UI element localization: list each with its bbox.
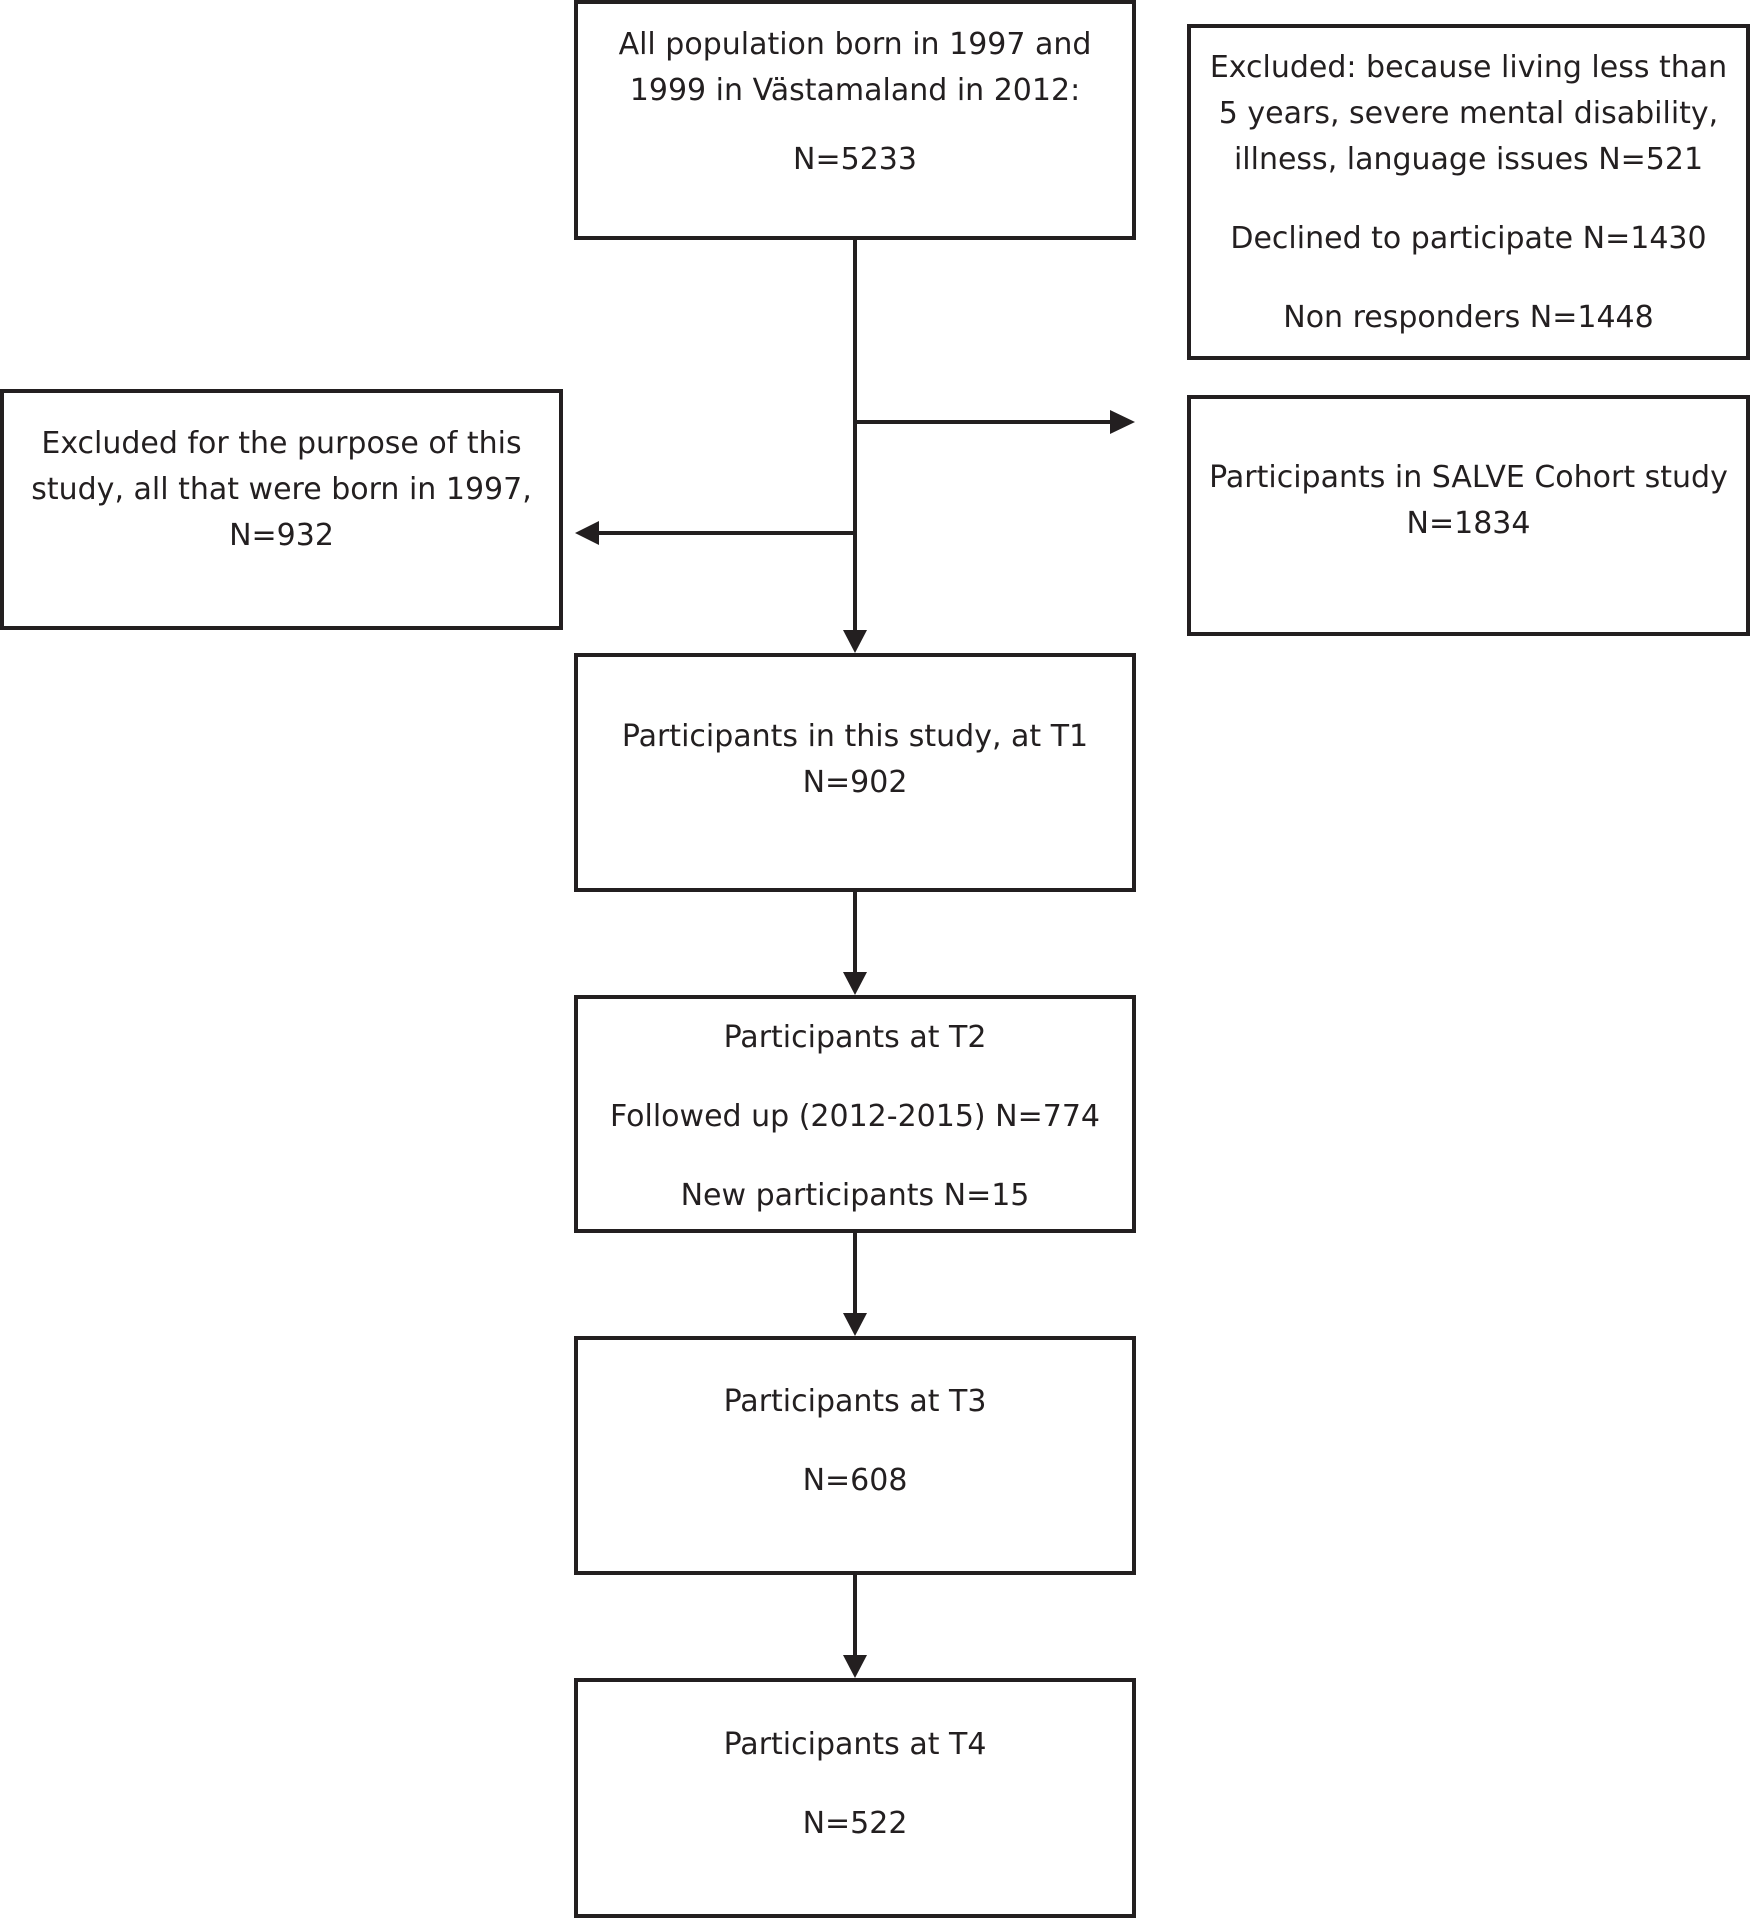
t2-new: New participants N=15 (680, 1178, 1030, 1213)
arrow-to-t3 (843, 1313, 867, 1336)
excluded-study-line1: Excluded for the purpose of this (41, 426, 522, 461)
population-line1: All population born in 1997 and (618, 27, 1092, 62)
t2-line1: Participants at T2 (723, 1020, 987, 1055)
t3-box: Participants at T3 N=608 (574, 1336, 1136, 1575)
t2-box: Participants at T2 Followed up (2012-201… (574, 995, 1136, 1233)
excluded-cohort-line3: illness, language issues N=521 (1233, 142, 1704, 177)
population-box: All population born in 1997 and 1999 in … (574, 0, 1136, 240)
t4-count: N=522 (802, 1806, 908, 1841)
salve-cohort-box: Participants in SALVE Cohort study N=183… (1187, 395, 1750, 636)
t1-line1: Participants in this study, at T1 (621, 719, 1089, 754)
excluded-cohort-line1: Excluded: because living less than (1209, 50, 1728, 85)
t1-count: N=902 (802, 765, 908, 800)
t4-box: Participants at T4 N=522 (574, 1678, 1136, 1918)
salve-count: N=1834 (1406, 506, 1531, 541)
non-responders-text: Non responders N=1448 (1283, 300, 1654, 335)
excluded-study-line2: study, all that were born in 1997, (31, 472, 532, 507)
arrow-to-salve (1110, 410, 1135, 434)
t2-followed: Followed up (2012-2015) N=774 (609, 1099, 1101, 1134)
excluded-cohort-box: Excluded: because living less than 5 yea… (1187, 24, 1750, 360)
t3-count: N=608 (802, 1463, 908, 1498)
salve-line1: Participants in SALVE Cohort study (1209, 460, 1728, 495)
arrow-to-t4 (843, 1655, 867, 1678)
excluded-cohort-line2: 5 years, severe mental disability, (1218, 96, 1719, 131)
population-count: N=5233 (793, 142, 917, 177)
arrow-to-t1 (843, 630, 867, 653)
excluded-study-count: N=932 (229, 518, 334, 553)
population-line2: 1999 in Västamaland in 2012: (629, 73, 1081, 108)
t3-line1: Participants at T3 (723, 1384, 987, 1419)
t1-box: Participants in this study, at T1 N=902 (574, 653, 1136, 892)
t4-line1: Participants at T4 (723, 1727, 987, 1762)
arrow-to-excluded-study (575, 521, 599, 545)
declined-text: Declined to participate N=1430 (1230, 221, 1707, 256)
excluded-study-box: Excluded for the purpose of this study, … (0, 389, 563, 630)
arrow-to-t2 (843, 972, 867, 995)
